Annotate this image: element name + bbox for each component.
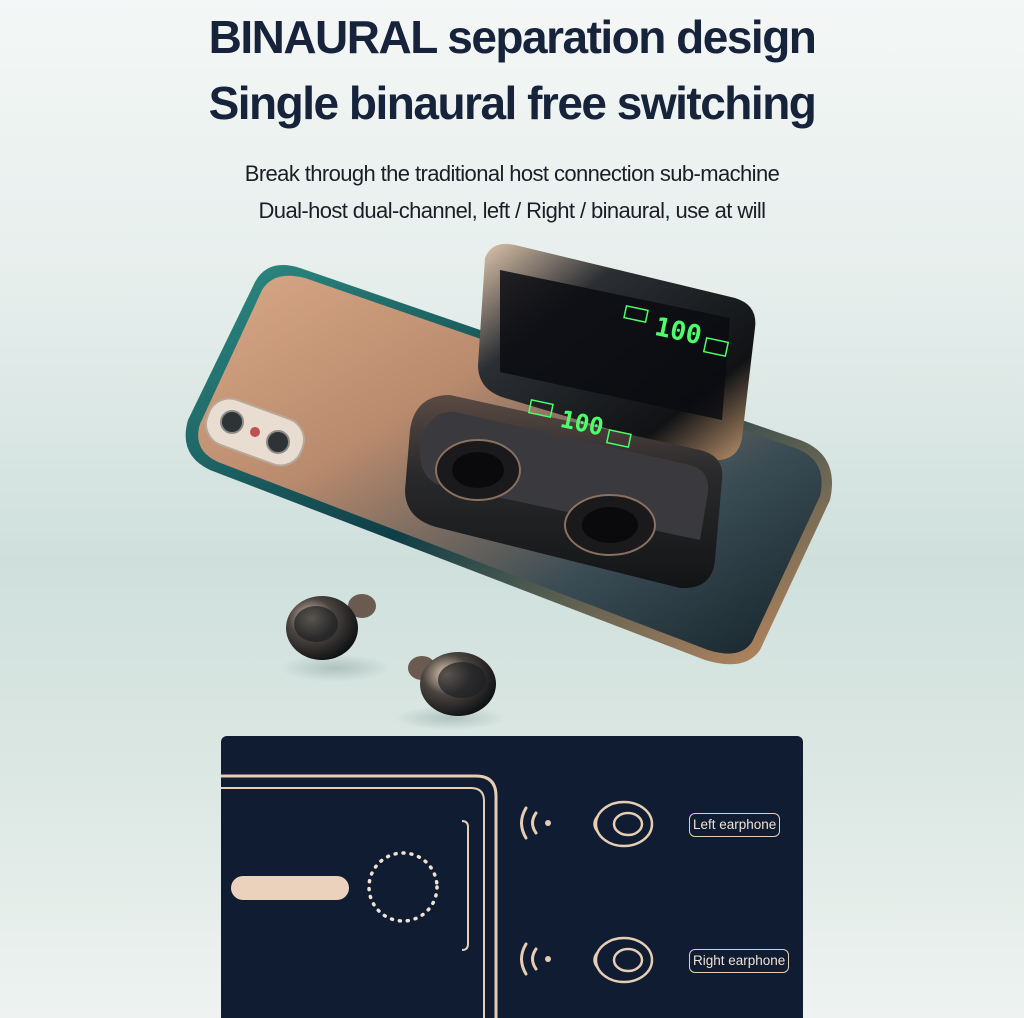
right-earphone-label: Right earphone: [689, 949, 790, 973]
binaural-diagram: Left earphone Right earphone: [221, 736, 803, 1018]
headline-line-2: Single binaural free switching: [208, 77, 817, 129]
left-earphone-label: Left earphone: [689, 813, 781, 837]
subheadline-line-2: Dual-host dual-channel, left / Right / b…: [258, 198, 767, 223]
subheadline-line-1: Break through the traditional host conne…: [244, 161, 780, 186]
charging-ring-icon: [367, 851, 439, 923]
phone-speaker-bar: [231, 876, 349, 900]
earbud-left: [280, 594, 390, 682]
headline-line-1: BINAURAL separation design: [208, 11, 817, 63]
earphone-icon: [593, 936, 654, 984]
product-photo: 100 100: [185, 243, 833, 730]
signal-waves-icon: [520, 806, 551, 840]
charging-case: 100 100: [405, 243, 756, 589]
camera-module: [205, 397, 305, 467]
earphone-icon: [593, 800, 654, 848]
phone-icon: [221, 774, 498, 1018]
earbud-right: [395, 652, 505, 730]
signal-waves-icon: [520, 942, 551, 976]
